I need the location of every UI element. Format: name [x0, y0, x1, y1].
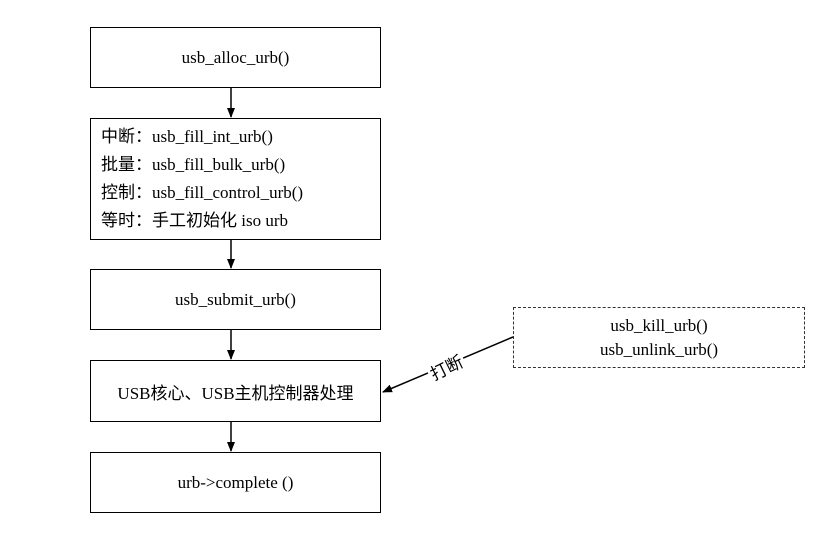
step-complete-callback: urb->complete () [90, 452, 381, 513]
step-fill-urb: 中断：usb_fill_int_urb() 批量：usb_fill_bulk_u… [90, 118, 381, 240]
step-alloc-urb: usb_alloc_urb() [90, 27, 381, 88]
fill-control-line: 控制：usb_fill_control_urb() [101, 183, 304, 202]
step-complete-callback-label: urb->complete () [177, 472, 294, 492]
step-core-processing-label: USB核心、USB主机控制器处理 [117, 383, 354, 403]
step-core-processing: USB核心、USB主机控制器处理 [90, 360, 381, 422]
unlink-urb-label: usb_unlink_urb() [599, 339, 719, 359]
fill-int-line: 中断：usb_fill_int_urb() [101, 127, 273, 146]
side-cancel-box: usb_kill_urb() usb_unlink_urb() [513, 307, 805, 368]
step-submit-urb-label: usb_submit_urb() [175, 289, 296, 309]
fill-iso-line: 等时：手工初始化 iso urb [101, 211, 288, 230]
step-alloc-urb-label: usb_alloc_urb() [181, 47, 290, 67]
kill-urb-label: usb_kill_urb() [610, 315, 708, 335]
step-submit-urb: usb_submit_urb() [90, 269, 381, 330]
fill-bulk-line: 批量：usb_fill_bulk_urb() [101, 155, 286, 174]
